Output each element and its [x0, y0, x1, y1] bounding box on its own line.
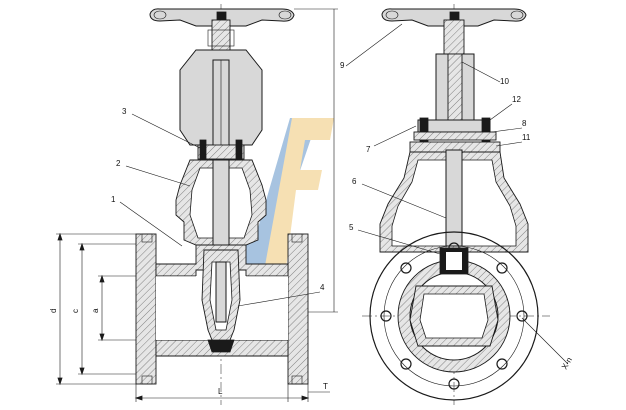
part-label-3: 3	[122, 107, 127, 116]
part-label-11: 11	[522, 133, 531, 142]
end-view: 9 10 12 8 11 7 6 5 X-n	[340, 4, 574, 405]
dim-label-a: a	[91, 308, 100, 313]
handwheel-right	[381, 8, 527, 27]
part-label-7: 7	[366, 145, 371, 154]
dim-label-c: c	[71, 309, 80, 313]
section-view: 3 2 1 4 L T d c a	[49, 4, 338, 405]
part-label-10: 10	[500, 77, 509, 86]
part-label-8: 8	[522, 119, 527, 128]
part-label-6: 6	[352, 177, 357, 186]
leaders-left	[119, 113, 321, 307]
dim-label-d: d	[49, 309, 58, 313]
dim-label-L: L	[218, 387, 223, 396]
part-label-12: 12	[512, 95, 521, 104]
watermark-f	[262, 118, 334, 282]
part-label-5: 5	[349, 223, 354, 232]
part-label-2: 2	[116, 159, 121, 168]
dim-label-T: T	[323, 382, 328, 391]
part-label-4: 4	[320, 283, 325, 292]
dimensions-left	[56, 8, 338, 402]
part-label-9: 9	[340, 61, 345, 70]
handwheel-left	[149, 8, 295, 27]
flange-outer	[369, 231, 539, 401]
part-label-1: 1	[111, 195, 116, 204]
leaders-right	[345, 23, 569, 365]
